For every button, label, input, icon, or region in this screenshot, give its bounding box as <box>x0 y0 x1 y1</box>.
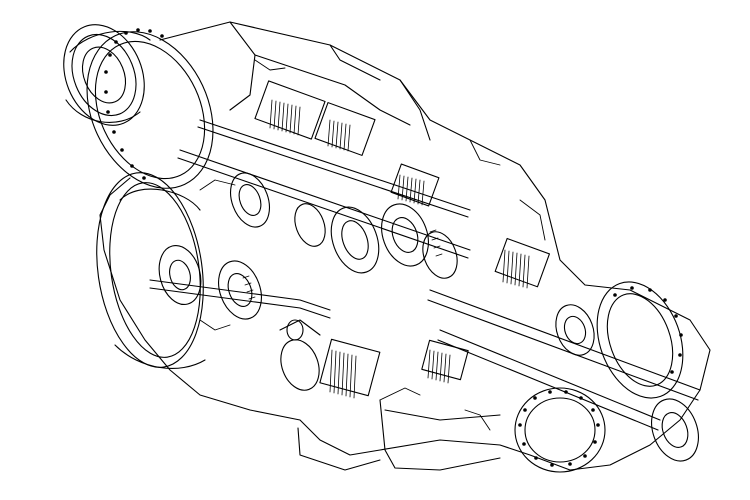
main-housing <box>99 21 711 471</box>
left-end-cover <box>96 172 206 369</box>
middle-gear-cluster <box>149 172 458 320</box>
right-output-assembly <box>421 237 701 473</box>
left-output-flange <box>63 24 214 189</box>
upper-clutch-packs <box>177 80 471 259</box>
housing-ribs <box>199 59 546 431</box>
lower-clutch-pack <box>279 319 381 399</box>
